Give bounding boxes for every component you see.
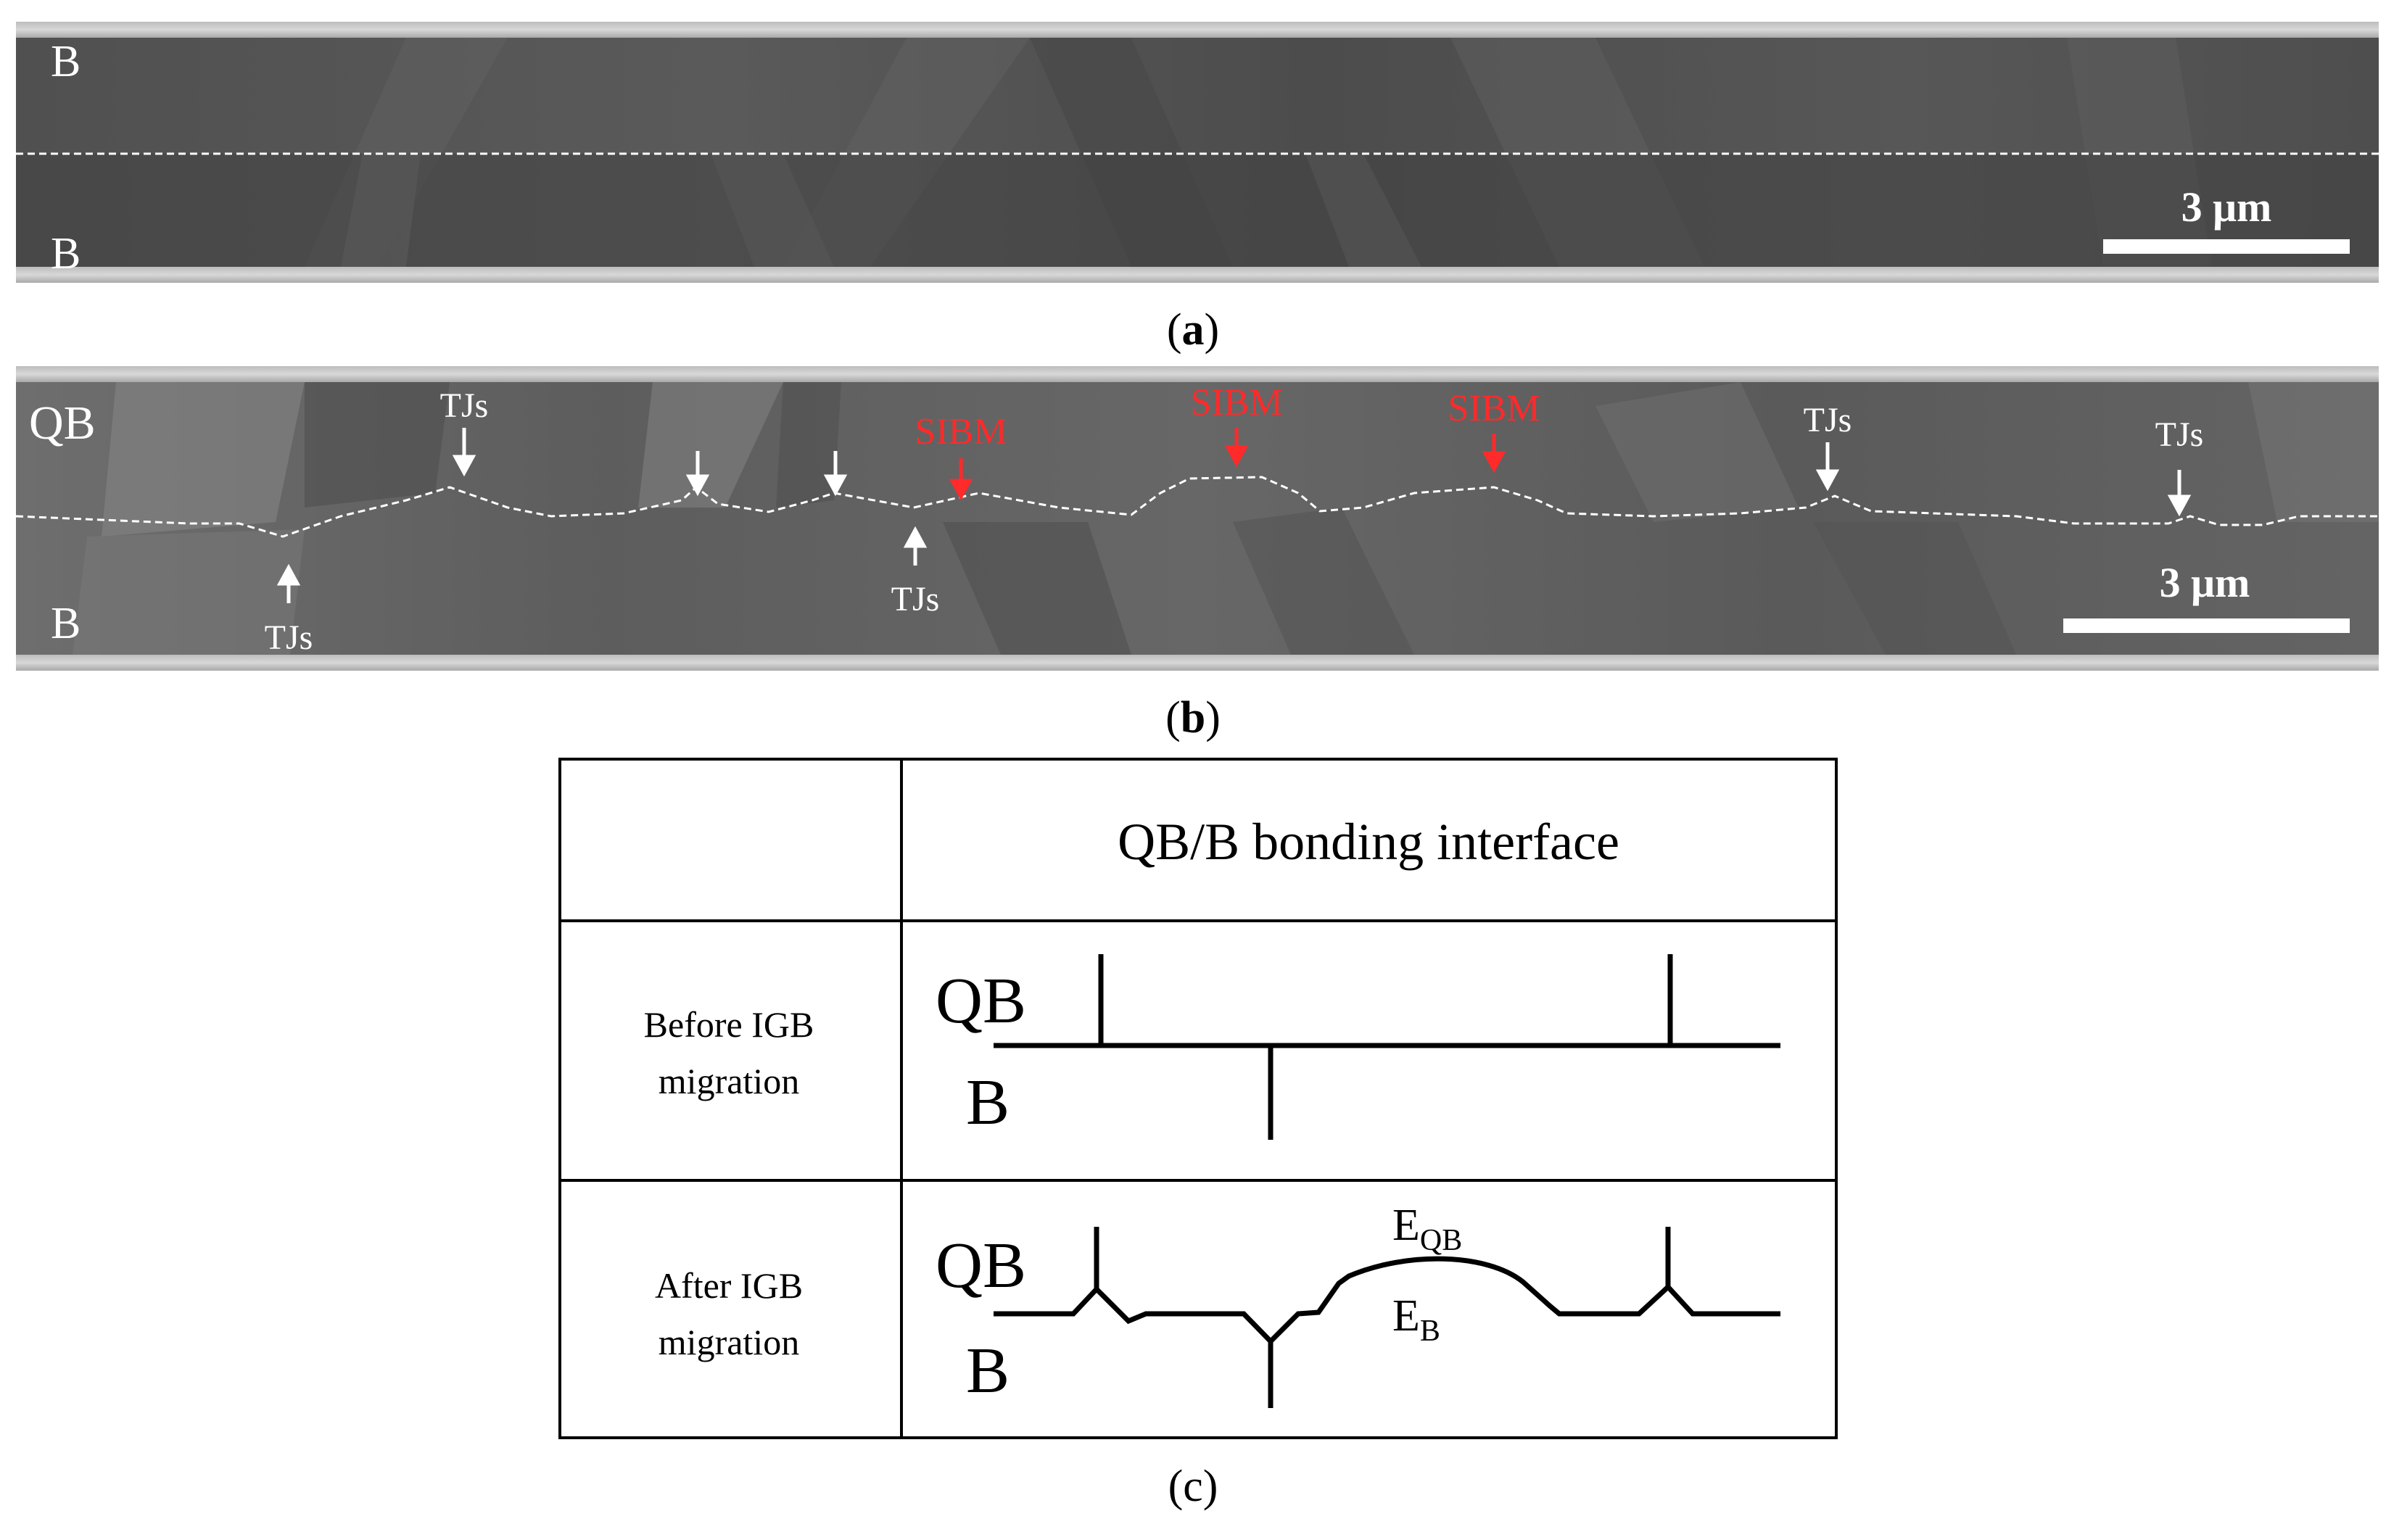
annotation-sibm-3: SIBM bbox=[1448, 388, 1540, 429]
panel-b-scale-bar bbox=[2063, 618, 2350, 633]
annotation-sibm-1: SIBM bbox=[915, 411, 1007, 452]
panel-b-top-label: QB bbox=[29, 397, 96, 450]
panel-b-micrograph: QB B TJs TJs TJs TJs TJs SIBM SIBM SIBM … bbox=[15, 366, 2379, 671]
panel-a-scale-label: 3 μm bbox=[2181, 183, 2272, 231]
before-b-label: B bbox=[966, 1067, 1010, 1138]
panel-c-caption: (c) bbox=[1168, 1462, 1218, 1511]
annotation-sibm-2: SIBM bbox=[1190, 382, 1282, 423]
after-migration-diagram bbox=[994, 1227, 1780, 1408]
table-header: QB/B bonding interface bbox=[1118, 813, 1619, 871]
annotation-tjs-4: TJs bbox=[265, 618, 313, 657]
after-b-label: B bbox=[966, 1335, 1010, 1407]
before-migration-diagram bbox=[994, 954, 1780, 1140]
row-before-label-line1: Before IGB bbox=[644, 1004, 814, 1045]
panel-a-top-label: B bbox=[51, 37, 81, 86]
panel-a-micrograph: B B 3 μm bbox=[16, 22, 2379, 283]
panel-a-scale-bar bbox=[2103, 239, 2350, 254]
annotation-tjs-3: TJs bbox=[2155, 415, 2204, 454]
after-qb-label: QB bbox=[936, 1230, 1026, 1301]
annotation-arrows-red bbox=[949, 428, 1506, 501]
energy-b-label: EB bbox=[1392, 1291, 1440, 1348]
annotation-tjs-1: TJs bbox=[440, 386, 489, 425]
row-before-label-line2: migration bbox=[659, 1061, 799, 1101]
panel-c-table: QB/B bonding interface Before IGB migrat… bbox=[558, 758, 1838, 1439]
panel-b-caption: (b) bbox=[1165, 693, 1221, 742]
panel-b-scale-label: 3 μm bbox=[2160, 559, 2250, 606]
energy-qb-label: EQB bbox=[1392, 1201, 1462, 1257]
interface-dashed-curve bbox=[15, 476, 2379, 538]
panel-b-bottom-label: B bbox=[51, 599, 81, 648]
panel-a-bottom-label: B bbox=[51, 229, 81, 278]
panel-a-caption: (a) bbox=[1167, 305, 1219, 355]
row-after-label-line1: After IGB bbox=[655, 1265, 803, 1306]
before-qb-label: QB bbox=[936, 965, 1026, 1037]
annotation-tjs-5: TJs bbox=[891, 580, 940, 618]
row-after-label-line2: migration bbox=[659, 1322, 799, 1362]
annotation-tjs-2: TJs bbox=[1804, 401, 1852, 439]
annotation-arrows-white bbox=[276, 428, 2192, 603]
